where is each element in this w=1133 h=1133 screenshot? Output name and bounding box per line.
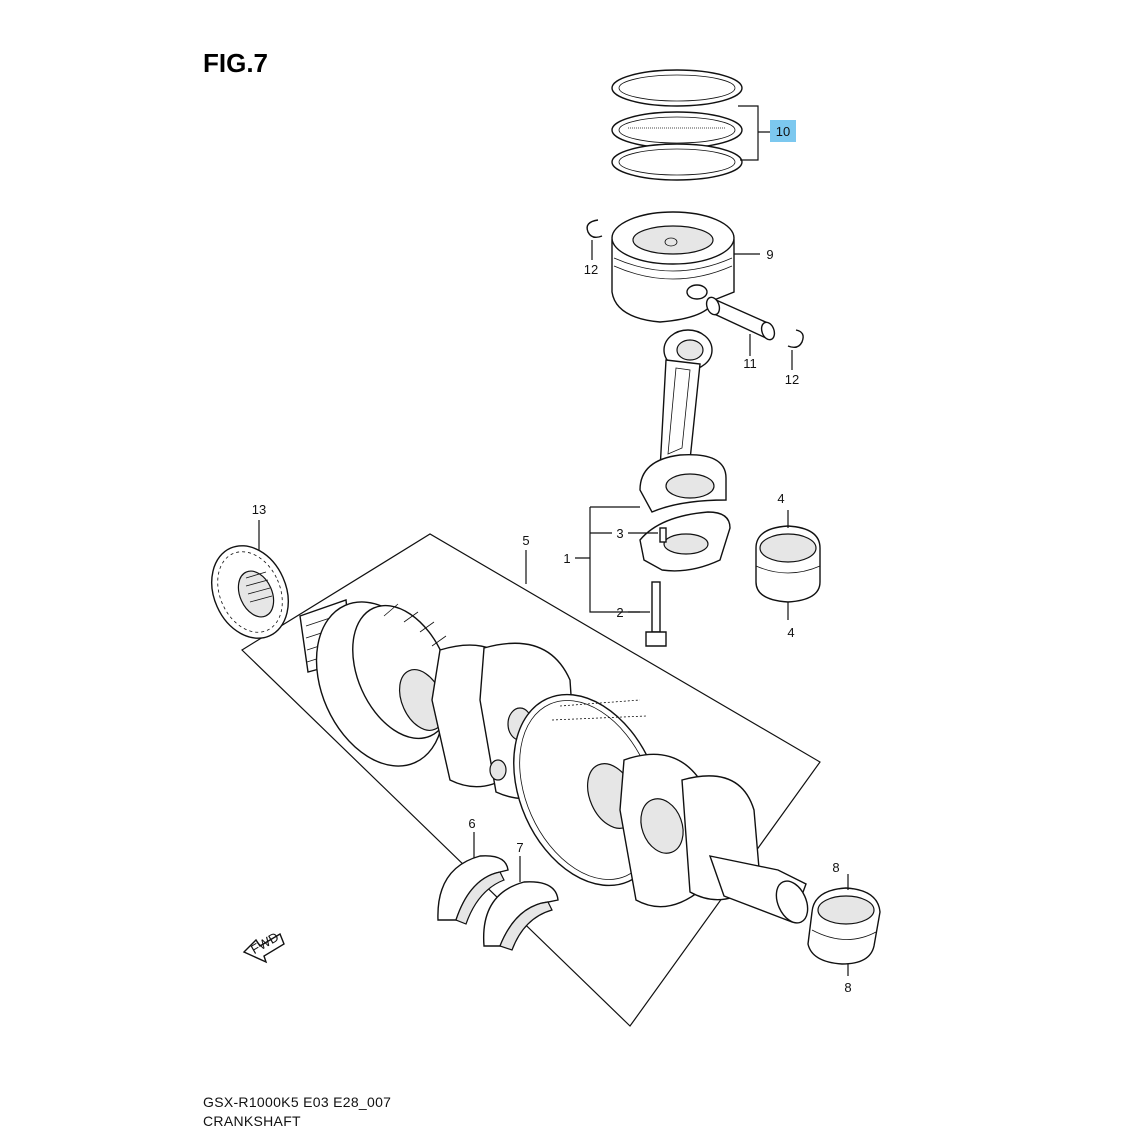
diagram-name: CRANKSHAFT (203, 1113, 301, 1129)
highlight-10 (770, 120, 796, 142)
leader-10 (738, 105, 770, 161)
crankshaft-journal-bearing-6[interactable] (437, 855, 509, 925)
piston[interactable] (611, 211, 735, 323)
callout-2[interactable]: 2 (616, 605, 623, 620)
piston-pin[interactable] (704, 295, 776, 341)
callout-4b[interactable]: 4 (787, 625, 794, 640)
crankshaft[interactable] (292, 582, 814, 928)
callout-1[interactable]: 1 (563, 551, 570, 566)
connecting-rod[interactable] (639, 329, 727, 513)
forward-direction-arrow: FWD (242, 929, 285, 964)
connecting-rod-bolt[interactable] (645, 581, 667, 647)
diagram-code: GSX-R1000K5 E03 E28_007 (203, 1094, 392, 1110)
callout-10[interactable]: 10 (776, 124, 790, 139)
piston-ring-set[interactable] (611, 69, 743, 181)
circlip-right[interactable] (787, 329, 804, 349)
leader-bracket-1 (575, 506, 640, 613)
callout-4a[interactable]: 4 (777, 491, 784, 506)
callout-9[interactable]: 9 (766, 247, 773, 262)
connecting-rod-cap[interactable] (639, 511, 731, 572)
conrod-bearing[interactable] (755, 525, 821, 603)
callout-12a[interactable]: 12 (584, 262, 598, 277)
crankshaft-main-bearing[interactable] (807, 887, 881, 965)
callout-5[interactable]: 5 (522, 533, 529, 548)
callout-6[interactable]: 6 (468, 816, 475, 831)
crankshaft-journal-bearing-7[interactable] (482, 881, 559, 951)
callout-3[interactable]: 3 (616, 526, 623, 541)
callout-7[interactable]: 7 (516, 840, 523, 855)
callout-11[interactable]: 11 (743, 356, 757, 371)
callout-8a[interactable]: 8 (832, 860, 839, 875)
circlip-left[interactable] (586, 219, 603, 239)
callout-12b[interactable]: 12 (785, 372, 799, 387)
primary-drive-gear[interactable] (198, 534, 303, 651)
callout-13[interactable]: 13 (252, 502, 266, 517)
callout-8b[interactable]: 8 (844, 980, 851, 995)
figure-title: FIG.7 (203, 48, 269, 78)
